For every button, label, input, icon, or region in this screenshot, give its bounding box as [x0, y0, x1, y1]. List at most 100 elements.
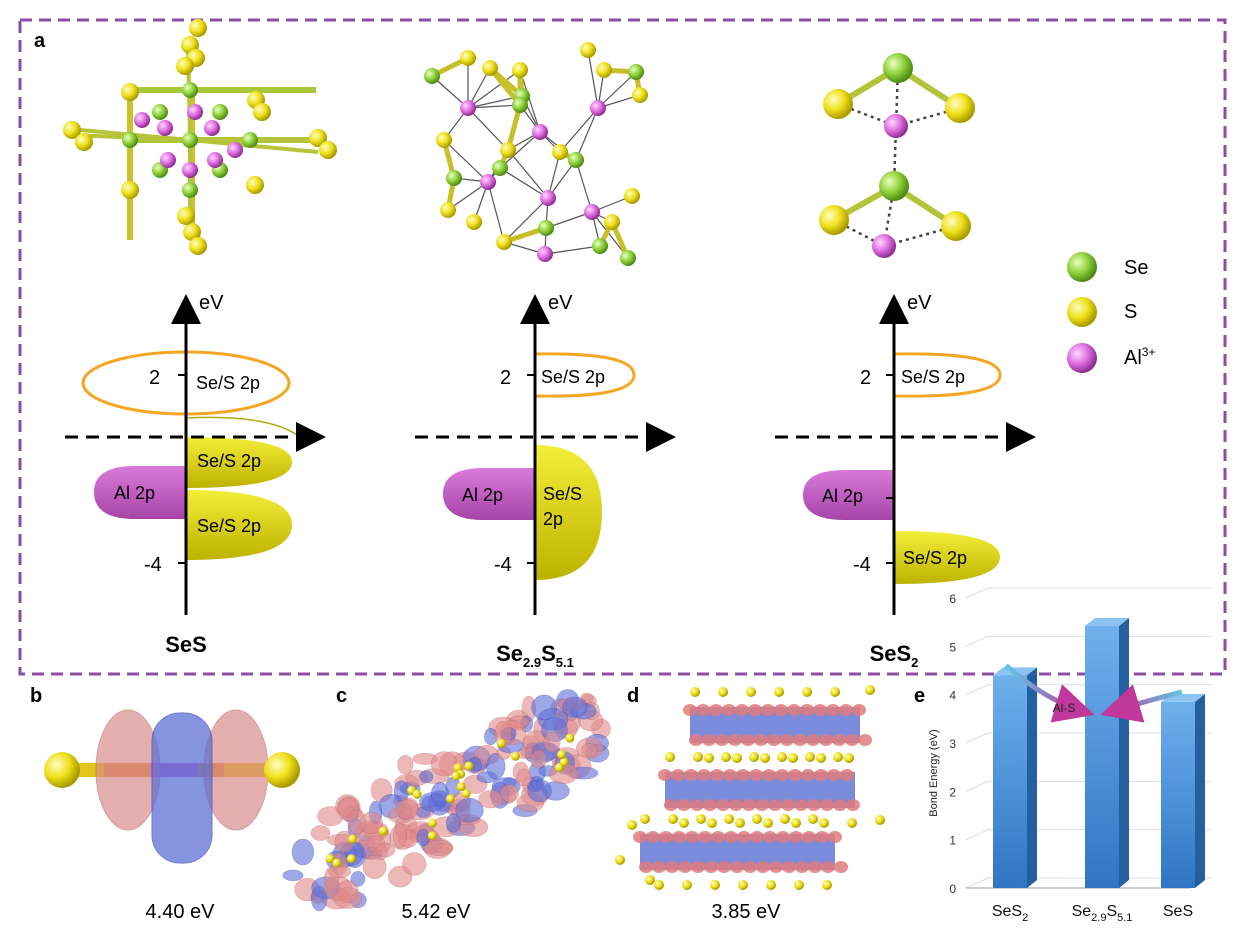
unoccupied-band-se29s51 [534, 352, 636, 398]
isosurface-blob [362, 854, 387, 879]
isosurface-blob [756, 861, 770, 873]
s-atom [640, 814, 650, 824]
isosurface-blob [397, 754, 414, 775]
isosurface-blob [774, 704, 788, 716]
al-atom [187, 104, 203, 120]
isosurface-blob [282, 869, 304, 882]
s-atom [75, 133, 93, 151]
s-atom [735, 818, 745, 828]
al-atom [160, 152, 176, 168]
legend-al-label: Al3+ [1124, 345, 1155, 369]
s-atom [794, 880, 804, 890]
x-tick-label: Se2.9​S5.1​ [1072, 903, 1133, 924]
isosurface-blob [780, 734, 794, 746]
isosurface-blob [749, 769, 763, 781]
al-atom [532, 124, 548, 140]
band-label-lower-ses2: Se/S 2p [903, 548, 967, 568]
s-atom [512, 62, 528, 78]
grid-line [965, 877, 989, 889]
se-atom [182, 132, 198, 148]
s-atom [707, 818, 717, 828]
isosurface-blob [709, 704, 723, 716]
s-atom [325, 854, 335, 864]
bond-line [883, 224, 957, 248]
isosurface-blob [827, 769, 841, 781]
tick-label-2-ses2: 2 [860, 367, 871, 389]
s-atom [596, 62, 612, 78]
s-atom [552, 144, 568, 160]
y-tick-label: 2 [949, 785, 956, 799]
band-label-occ-line2-se29s51: 2p [543, 509, 563, 529]
band-label-al-se29s51: Al 2p [462, 485, 503, 505]
bond-line [575, 159, 593, 213]
bar-front [1085, 626, 1119, 888]
bond-line [575, 107, 599, 161]
isosurface-blob [717, 861, 731, 873]
isosurface-blob [820, 799, 834, 811]
isosurface-blob [500, 784, 519, 803]
s-atom [412, 789, 422, 799]
s-atom [805, 752, 815, 762]
bond-line [544, 245, 601, 255]
isosurface-blob [633, 831, 647, 843]
s-atom [696, 814, 706, 824]
s-atom [822, 880, 832, 890]
s-atom [615, 855, 625, 865]
s-atom [777, 752, 787, 762]
isosurface-blob [802, 831, 816, 843]
se-atom [122, 132, 138, 148]
isosurface-blob [683, 704, 697, 716]
se29s51-crystal-structure [424, 42, 648, 266]
isosurface-blob [846, 799, 860, 811]
y-tick-label: 4 [949, 689, 956, 703]
se-atom [879, 171, 909, 201]
isosurface-blob [826, 704, 840, 716]
isosurface-blob [762, 769, 776, 781]
s-atom [189, 19, 207, 37]
s-atom [565, 733, 575, 743]
s-atom [738, 880, 748, 890]
isosurface-blob [685, 831, 699, 843]
s-atom [808, 814, 818, 824]
isosurface-blob [698, 831, 712, 843]
isosurface-blob [430, 781, 449, 807]
se-atom [446, 170, 462, 186]
s-atom [246, 176, 264, 194]
al-atom [182, 162, 198, 178]
compound-label-ses2: SeS2​ [870, 641, 919, 670]
y-tick-label: 1 [949, 834, 956, 848]
isosurface-blob [730, 861, 744, 873]
isosurface-blob [741, 734, 755, 746]
al-band-ses [94, 466, 186, 519]
bar-front [993, 675, 1027, 888]
isosurface-blob [833, 799, 847, 811]
isosurface-blob [801, 769, 815, 781]
se-atom [538, 220, 554, 236]
isosurface-blob [743, 861, 757, 873]
bond-line [503, 197, 549, 243]
tick-label-m4-se29s51: -4 [494, 554, 512, 576]
s-atom [183, 223, 201, 241]
isosurface-blob [761, 704, 775, 716]
occupied-band-upper-ses [186, 437, 292, 488]
s-atom [63, 121, 81, 139]
al-atom [584, 204, 600, 220]
s-atom [704, 753, 714, 763]
bond-line [499, 131, 541, 169]
isosurface-blob [672, 831, 686, 843]
s-atom [482, 60, 498, 76]
isosurface-blob [689, 734, 703, 746]
bar-side [1195, 693, 1205, 888]
isosurface-blob [416, 828, 430, 847]
band-tail-ses [185, 416, 301, 438]
isosurface-blob [665, 861, 679, 873]
s-atom [721, 752, 731, 762]
panel-label-a: a [34, 30, 46, 52]
isosurface-blob [671, 769, 685, 781]
s-atom [710, 880, 720, 890]
isosurface-blob [819, 734, 833, 746]
isosurface-blob [839, 704, 853, 716]
s-atom [693, 752, 703, 762]
panel-a-frame [18, 18, 1227, 676]
band-label-lower-ses: Se/S 2p [197, 516, 261, 536]
